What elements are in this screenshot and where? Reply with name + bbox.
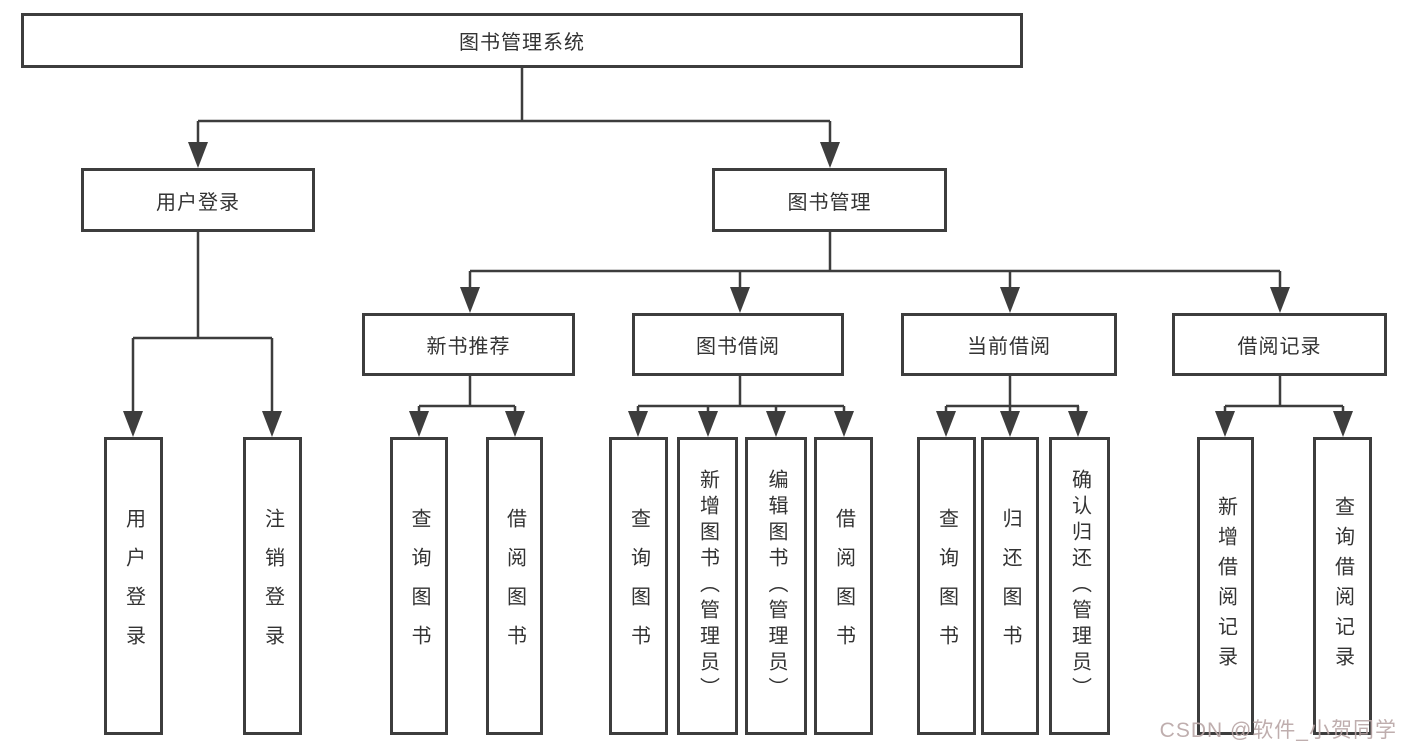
connector-current-borrow-children [944, 376, 1080, 415]
connector-borrow-records-children [1223, 376, 1345, 415]
node-label: 编辑图书（管理员） [765, 469, 787, 703]
leaf-user-login: 用户登录 [104, 437, 163, 735]
arrowheads-current-borrow-children [936, 411, 1088, 437]
leaf-br-query-record: 查询借阅记录 [1313, 437, 1372, 735]
leaf-bb-query-books: 查询图书 [609, 437, 668, 735]
arrowheads-level2 [188, 142, 840, 168]
node-book-mgmt: 图书管理 [712, 168, 947, 232]
node-label: 查询图书 [935, 508, 958, 664]
node-label: 归还图书 [999, 508, 1021, 664]
node-user-login: 用户登录 [81, 168, 315, 232]
leaf-br-add-record: 新增借阅记录 [1197, 437, 1254, 735]
node-label: 新增借阅记录 [1214, 496, 1237, 676]
node-label: 借阅记录 [1237, 336, 1322, 358]
leaf-cb-query-books: 查询图书 [917, 437, 976, 735]
node-current-borrow: 当前借阅 [901, 313, 1117, 376]
node-book-borrow: 图书借阅 [632, 313, 844, 376]
node-label: 用户登录 [122, 508, 145, 664]
connector-root-to-level2 [196, 68, 832, 145]
connector-book-mgmt-children [468, 232, 1282, 291]
connector-user-login-children [131, 232, 274, 415]
connector-new-book-rec-children [417, 376, 517, 415]
arrowheads-book-borrow-children [628, 411, 854, 437]
arrowheads-new-book-rec-children [409, 411, 525, 437]
leaf-bb-edit-books: 编辑图书（管理员） [745, 437, 807, 735]
node-label: 确认归还（管理员） [1068, 469, 1091, 703]
leaf-cb-return-books: 归还图书 [981, 437, 1039, 735]
arrowheads-borrow-records-children [1215, 411, 1353, 437]
watermark: CSDN @软件_小贺同学 [1159, 719, 1397, 742]
leaf-bb-add-books: 新增图书（管理员） [677, 437, 738, 735]
leaf-bb-borrow-books: 借阅图书 [814, 437, 873, 735]
leaf-rec-query-books: 查询图书 [390, 437, 448, 735]
node-label: 借阅图书 [503, 508, 526, 664]
node-label: 注销登录 [261, 508, 284, 664]
node-label: 图书管理 [787, 191, 872, 214]
node-label: 新增图书（管理员） [696, 469, 719, 703]
leaf-cb-confirm-return: 确认归还（管理员） [1049, 437, 1110, 735]
node-root: 图书管理系统 [21, 13, 1023, 68]
arrowheads-book-mgmt-children [460, 287, 1290, 313]
node-label: 查询图书 [627, 508, 650, 664]
node-label: 图书管理系统 [459, 32, 585, 54]
connector-book-borrow-children [636, 376, 846, 415]
node-label: 当前借阅 [967, 336, 1051, 358]
node-label: 借阅图书 [832, 508, 855, 664]
arrowheads-user-login-children [123, 411, 282, 437]
node-label: 图书借阅 [696, 336, 780, 358]
node-label: 用户登录 [156, 191, 240, 214]
node-label: 查询借阅记录 [1331, 496, 1354, 676]
leaf-rec-borrow-books: 借阅图书 [486, 437, 543, 735]
node-new-book-rec: 新书推荐 [362, 313, 575, 376]
node-borrow-records: 借阅记录 [1172, 313, 1387, 376]
leaf-logout: 注销登录 [243, 437, 302, 735]
node-label: 查询图书 [408, 508, 430, 664]
node-label: 新书推荐 [426, 336, 511, 358]
